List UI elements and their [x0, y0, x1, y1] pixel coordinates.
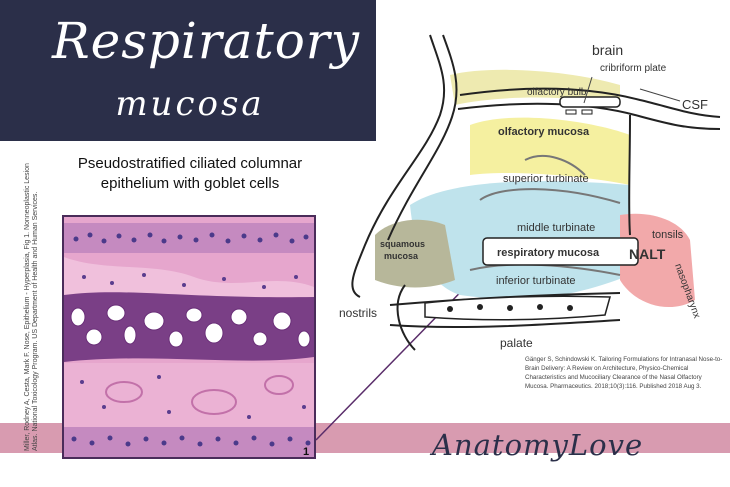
bottom-nuclei [71, 435, 311, 447]
cribriform-leader [583, 76, 593, 104]
title-panel [0, 0, 376, 141]
brain-base-region [450, 69, 620, 105]
nalt-region [620, 213, 695, 308]
label-cribriform-plate: cribriform plate [600, 63, 667, 74]
histology-drawing [64, 217, 314, 457]
palate-lower [389, 319, 621, 329]
label-middle-turbinate: middle turbinate [517, 222, 595, 234]
subtitle-line1: Pseudostratified ciliated columnar [77, 155, 303, 172]
nose-outline-inner [387, 34, 458, 241]
nasal-cavity-diagram: brain cribriform plate olfactory bulb CS… [339, 34, 721, 351]
subtitle-line2: epithelium with goblet cells [100, 175, 280, 192]
connective-tissue-upper [64, 257, 314, 297]
label-palate: palate [500, 336, 533, 350]
label-inferior-turbinate: inferior turbinate [496, 275, 576, 287]
olfactory-region [470, 117, 630, 185]
middle-turbinate-line [479, 188, 621, 204]
label-squamous-mucosa: mucosa [384, 251, 419, 261]
leader-lines [583, 76, 681, 104]
label-nalt: NALT [629, 246, 666, 262]
panel-number: 1 [303, 446, 310, 458]
skull-base-lower [457, 102, 721, 130]
goblet-cell-band [64, 292, 314, 362]
top-epithelium [64, 223, 314, 253]
label-csf: CSF [682, 97, 708, 112]
label-superior-turbinate: superior turbinate [503, 173, 589, 185]
label-olfactory-bulb: olfactory bulb [527, 87, 587, 98]
page-title: Respiratory [52, 12, 360, 70]
subtitle: Pseudostratified ciliated columnar epith… [40, 154, 340, 194]
csf-leader [639, 88, 681, 102]
label-tonsils: tonsils [652, 229, 684, 241]
histology-image [62, 215, 316, 459]
lip-outline [396, 284, 416, 351]
respiratory-mucosa-box [482, 237, 639, 266]
diagram-credit: Gänger S, Schindowski K. Tailoring Formu… [525, 356, 723, 390]
cribriform-holes [565, 109, 593, 115]
blood-vessels [105, 375, 294, 415]
signature: AnatomyLove [432, 428, 644, 462]
label-brain: brain [592, 42, 623, 58]
label-olfactory-mucosa: olfactory mucosa [498, 126, 590, 138]
stroma-nuclei-lower [80, 375, 306, 419]
goblet-cells [70, 304, 311, 348]
skull-base-upper [459, 87, 721, 118]
palate-dots [447, 304, 573, 312]
superior-turbinate-line [524, 155, 586, 176]
posterior-wall [628, 114, 631, 236]
olfactory-bulb-shape [559, 96, 621, 108]
nose-outline-outer [351, 34, 446, 298]
stroma-nuclei-upper [82, 273, 298, 289]
label-nostrils: nostrils [339, 306, 377, 320]
label-respiratory-mucosa: respiratory mucosa [497, 247, 600, 259]
label-squamous: squamous [380, 239, 425, 249]
top-nuclei [73, 232, 309, 244]
squamous-region [375, 219, 455, 288]
palate-bone [424, 295, 611, 321]
page-title-line2: mucosa [115, 84, 265, 124]
